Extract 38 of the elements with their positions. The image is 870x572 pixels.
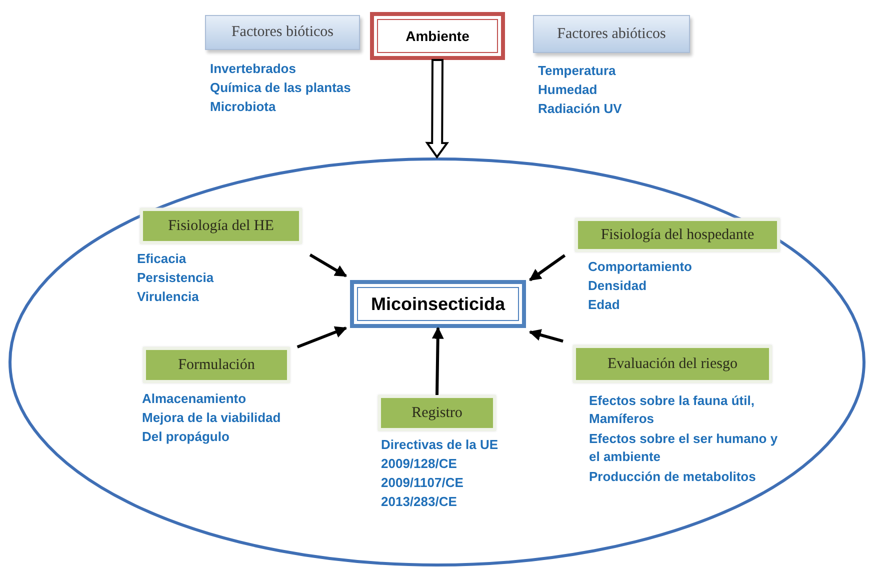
note-text: 2009/1107/CE [381, 474, 464, 492]
note-text: Virulencia [137, 288, 199, 306]
note-text: Comportamiento [588, 258, 692, 276]
note-text: Edad [588, 296, 620, 314]
category-box: Registro [378, 395, 496, 431]
category-box: Evaluación del riesgo [573, 345, 772, 383]
note-text: Mejora de la viabilidad [142, 409, 281, 427]
category-box: Fisiología del hospedante [575, 218, 780, 252]
note-text: Microbiota [210, 98, 276, 116]
note-text: Eficacia [137, 250, 186, 268]
note-text: Invertebrados [210, 60, 296, 78]
note-text: Química de las plantas [210, 79, 351, 97]
note-text: Radiación UV [538, 100, 622, 118]
environment-box: Ambiente [370, 12, 505, 60]
arrow [528, 329, 564, 343]
note-text: Almacenamiento [142, 390, 246, 408]
arrow [432, 326, 444, 396]
note-text: Densidad [588, 277, 647, 295]
category-box: Formulación [143, 347, 290, 383]
hollow-arrow [425, 59, 450, 159]
factor-header-box: Factores bióticos [205, 15, 360, 50]
factor-header-box: Factores abióticos [533, 15, 690, 53]
arrow [529, 254, 566, 282]
note-text: Efectos sobre el ser humano y el ambiente [589, 430, 779, 466]
note-text: Producción de metabolitos [589, 468, 757, 486]
note-text: Temperatura [538, 62, 616, 80]
note-text: Humedad [538, 81, 598, 99]
central-box: Micoinsecticida [350, 280, 526, 328]
note-text: 2009/128/CE [381, 455, 457, 473]
note-text: Persistencia [137, 269, 214, 287]
note-text: 2013/283/CE [381, 493, 457, 511]
arrow [296, 326, 348, 348]
arrow [309, 254, 348, 278]
note-text: Del propágulo [142, 428, 230, 446]
note-text: Directivas de la UE [381, 436, 498, 454]
note-text: Efectos sobre la fauna útil, Mamíferos [589, 392, 756, 428]
ellipse-region [8, 157, 866, 567]
category-box: Fisiología del HE [140, 208, 302, 244]
